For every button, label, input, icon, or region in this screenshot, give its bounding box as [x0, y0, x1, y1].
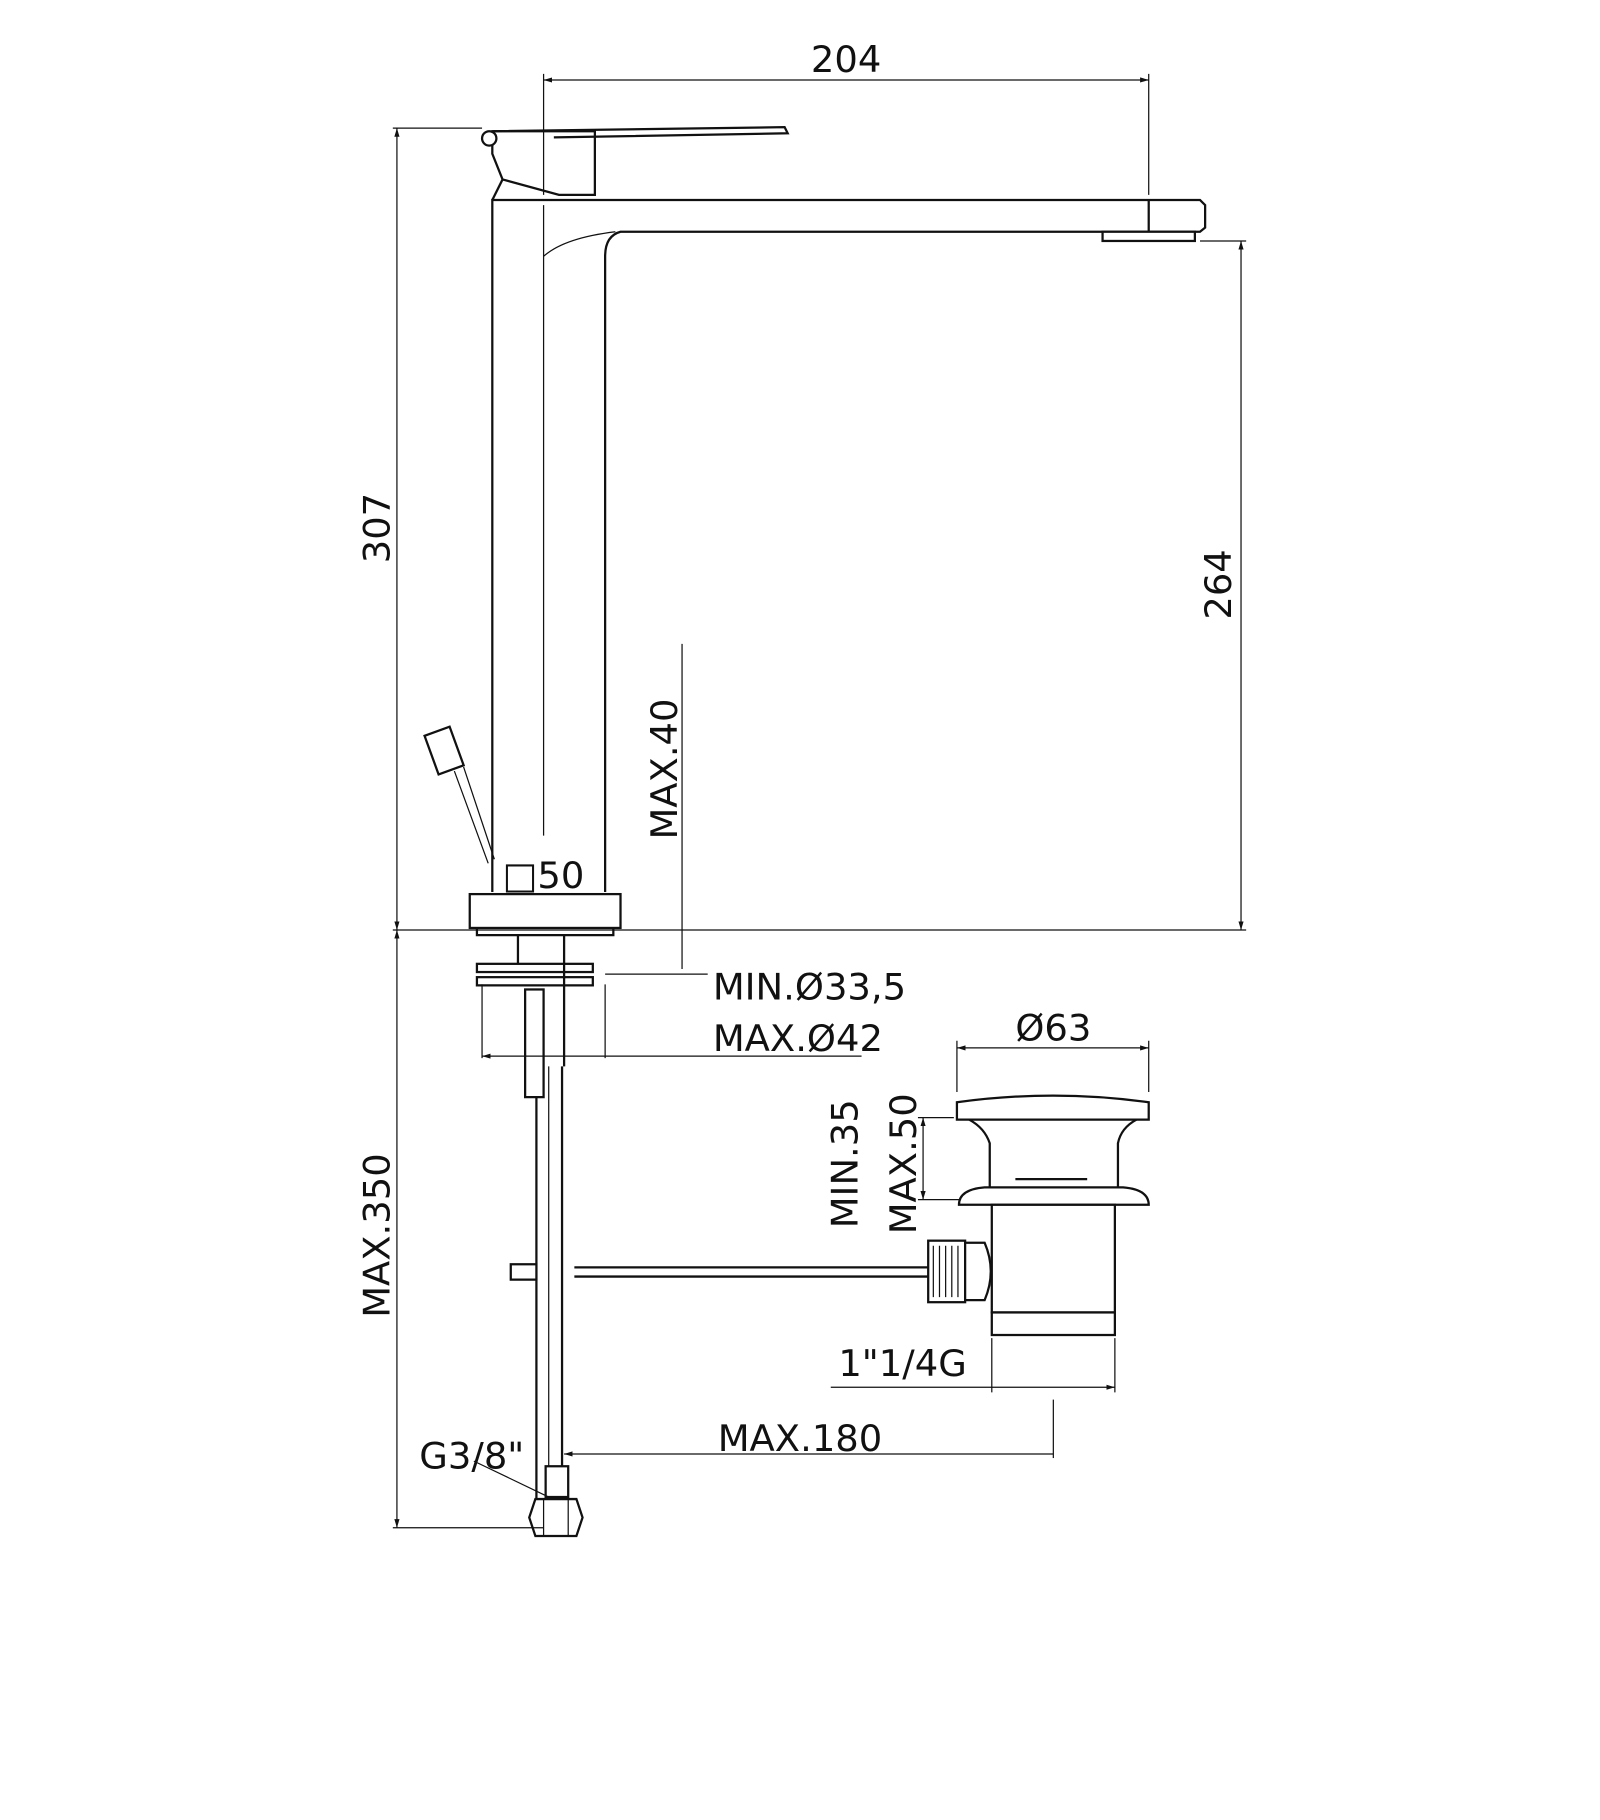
dim-waste-thread: 1"1/4G — [838, 1342, 966, 1385]
dim-base-size: □50 — [503, 854, 585, 897]
dim-max-deck: MAX.40 — [643, 698, 686, 839]
dim-spout-reach: 204 — [811, 38, 881, 81]
dim-min-hole: MIN.Ø33,5 — [713, 966, 906, 1009]
dim-total-height: 307 — [356, 493, 399, 563]
faucet-body — [468, 126, 1207, 937]
dim-waste-max: MAX.50 — [882, 1093, 925, 1234]
dim-max-hose: MAX.350 — [356, 1153, 399, 1318]
pop-up-waste — [509, 1094, 1150, 1337]
fixing-kit — [475, 935, 594, 1518]
hose-nut — [528, 1465, 584, 1538]
dim-spout-height: 264 — [1197, 549, 1240, 619]
dim-max-hole: MAX.Ø42 — [713, 1017, 883, 1060]
popup-lever — [423, 725, 495, 864]
dim-waste-min: MIN.35 — [823, 1099, 866, 1228]
dim-waste-cap: Ø63 — [1015, 1007, 1091, 1050]
dimension-lines — [392, 73, 1247, 1529]
dim-hose-thread: G3/8" — [419, 1434, 524, 1477]
dim-max-rod: MAX.180 — [718, 1417, 883, 1460]
